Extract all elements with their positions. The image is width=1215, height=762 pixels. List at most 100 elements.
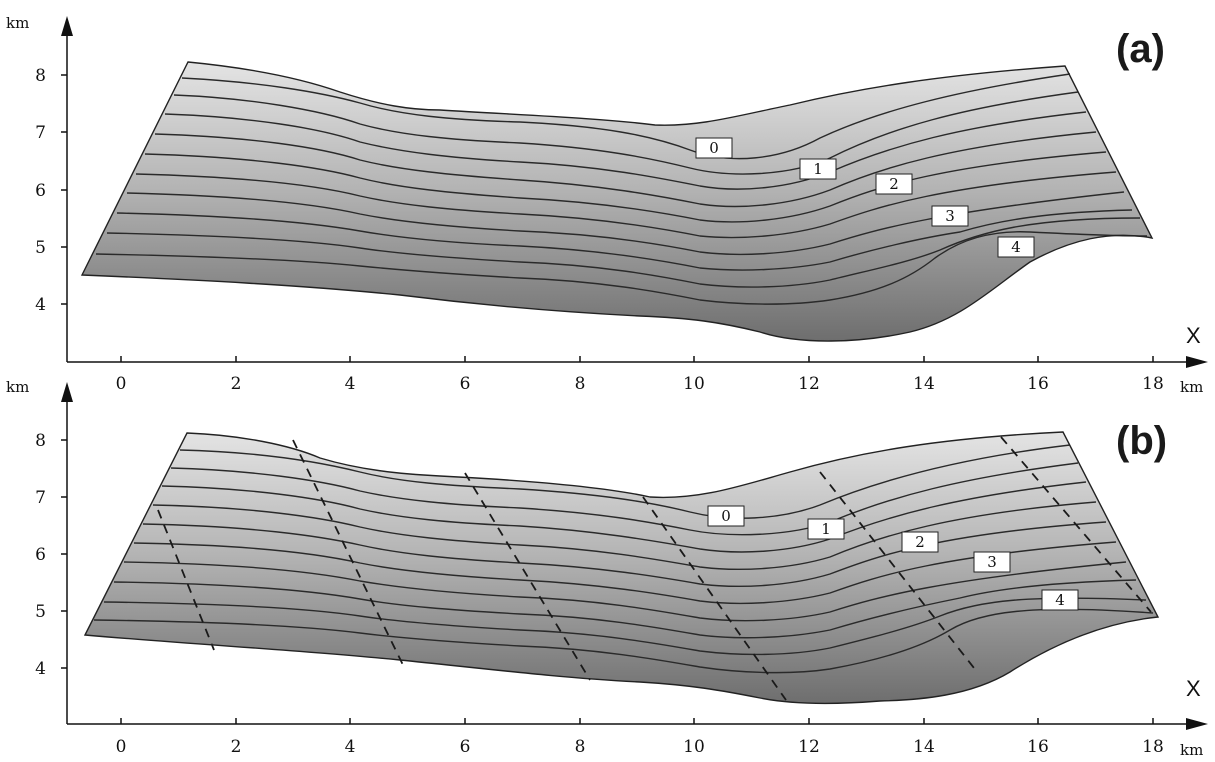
x-tick-label: 18: [1142, 737, 1164, 757]
horizon-line: [93, 608, 1154, 674]
svg-text:3: 3: [987, 553, 997, 571]
x-tick-label: 10: [683, 374, 705, 394]
horizon-label-2-b: 2: [901, 531, 939, 553]
horizon-label-3-b: 3: [973, 551, 1011, 573]
y-axis-arrow-b: [61, 382, 73, 402]
panel-a: 0 1 2 3 4: [6, 14, 1208, 396]
horizon-lines-a: [95, 73, 1148, 305]
x-tick-label: 0: [116, 374, 127, 394]
x-tick-label: 10: [683, 737, 705, 757]
model-outline-b: [83, 431, 1160, 705]
svg-text:1: 1: [821, 520, 831, 538]
y-tick-label: 7: [35, 488, 46, 508]
horizon-line: [173, 91, 1079, 175]
horizon-line: [133, 541, 1117, 605]
x-tick-label: 8: [575, 737, 586, 757]
panel-label-b: (b): [1116, 419, 1167, 463]
x-tick-label: 6: [460, 737, 471, 757]
horizon-line: [135, 171, 1117, 239]
horizon-line: [116, 209, 1133, 271]
axes-a: [61, 16, 1208, 368]
horizon-line: [113, 579, 1137, 639]
x-tick-label: 0: [116, 737, 127, 757]
x-tick-label: 4: [345, 737, 356, 757]
y-unit-label-a: km: [6, 14, 29, 32]
x-tick-label: 2: [231, 737, 242, 757]
x-tick-label: 14: [913, 737, 935, 757]
axes-b: [61, 382, 1208, 730]
horizon-line: [152, 501, 1097, 570]
y-tick-label: 4: [35, 295, 46, 315]
horizon-line: [144, 151, 1107, 223]
x-tick-label: 4: [345, 374, 356, 394]
horizon-label-0-b: 0: [707, 505, 745, 527]
dashed-line: [464, 472, 591, 681]
horizon-label-1-a: 1: [799, 158, 837, 180]
horizon-line: [142, 521, 1107, 587]
y-tick-label: 5: [35, 238, 46, 258]
horizon-label-4-b: 4: [1041, 589, 1079, 611]
horizon-line: [95, 231, 1148, 305]
x-tick-label: 14: [913, 374, 935, 394]
y-ticks-a: [61, 74, 67, 305]
x-axis-name-a: X: [1186, 323, 1201, 348]
x-ticks-a: [120, 356, 1154, 362]
panel-b: 0 1 2 3 4: [6, 378, 1208, 759]
x-tick-label: 18: [1142, 374, 1164, 394]
y-tick-label: 8: [35, 66, 46, 86]
y-unit-label-b: km: [6, 378, 29, 396]
horizon-line: [123, 561, 1127, 622]
x-tick-label: 6: [460, 374, 471, 394]
horizon-label-2-a: 2: [875, 173, 913, 195]
y-tick-label: 7: [35, 123, 46, 143]
x-ticks-b: [120, 718, 1154, 724]
horizon-label-1-b: 1: [807, 518, 845, 540]
horizon-lines-b: [93, 444, 1154, 674]
horizon-label-0-a: 0: [695, 137, 733, 159]
x-tick-label: 16: [1027, 737, 1049, 757]
svg-text:4: 4: [1055, 591, 1065, 609]
svg-text:3: 3: [945, 207, 955, 225]
model-outline-a: [80, 61, 1154, 342]
model-body-a: [82, 62, 1152, 342]
horizon-line: [179, 444, 1071, 519]
x-tick-label: 12: [798, 737, 820, 757]
horizon-line: [161, 481, 1087, 553]
x-tick-label: 12: [798, 374, 820, 394]
svg-text:1: 1: [813, 160, 823, 178]
y-axis-arrow-a: [61, 16, 73, 36]
y-tick-label: 6: [35, 181, 46, 201]
horizon-line: [103, 597, 1147, 656]
svg-text:2: 2: [915, 533, 925, 551]
y-tick-label: 5: [35, 602, 46, 622]
x-tick-label: 16: [1027, 374, 1049, 394]
x-unit-label-b: km: [1180, 741, 1203, 759]
y-tick-label: 6: [35, 545, 46, 565]
x-axis-arrow-a: [1186, 356, 1208, 368]
horizon-line: [170, 462, 1079, 536]
y-tick-label: 4: [35, 659, 46, 679]
x-axis-name-b: X: [1186, 676, 1201, 701]
svg-text:2: 2: [889, 175, 899, 193]
x-tick-label: 2: [231, 374, 242, 394]
svg-text:0: 0: [709, 139, 719, 157]
dashed-lines-b: [157, 436, 1152, 701]
svg-text:4: 4: [1011, 238, 1021, 256]
horizon-line: [154, 131, 1097, 208]
dashed-line: [292, 439, 404, 666]
horizon-label-3-a: 3: [931, 205, 969, 227]
horizon-line: [126, 191, 1125, 256]
x-tick-label: 8: [575, 374, 586, 394]
y-ticks-b: [61, 439, 67, 669]
horizon-line: [106, 217, 1141, 288]
x-unit-label-a: km: [1180, 378, 1203, 396]
svg-text:0: 0: [721, 507, 731, 525]
dashed-line: [1000, 436, 1152, 613]
panel-label-a: (a): [1116, 27, 1165, 71]
horizon-label-4-a: 4: [997, 236, 1035, 258]
horizon-line: [164, 111, 1087, 190]
y-tick-label: 8: [35, 431, 46, 451]
x-axis-arrow-b: [1186, 718, 1208, 730]
horizon-line: [181, 73, 1071, 160]
